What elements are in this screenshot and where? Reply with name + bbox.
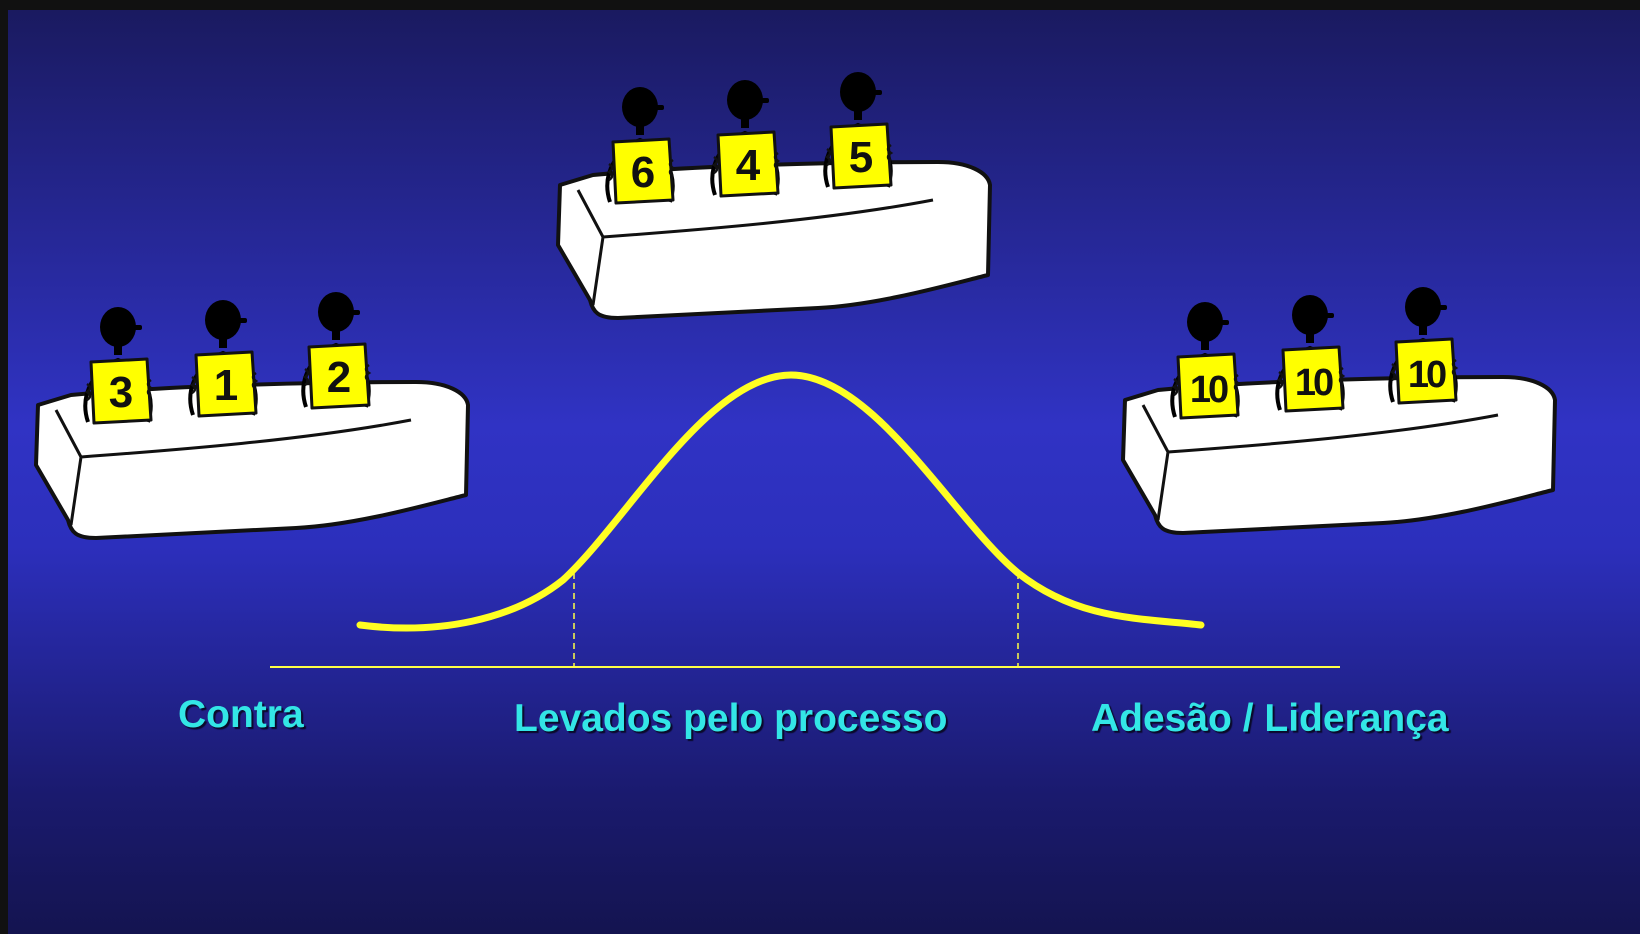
judge-cap — [344, 310, 360, 315]
score-card — [1176, 352, 1240, 420]
score-card — [829, 122, 893, 190]
judge-cap — [231, 318, 247, 323]
score-number: 10 — [1408, 354, 1446, 396]
judge-hands — [189, 371, 259, 395]
judge-hands — [302, 363, 372, 387]
judge: 5 — [823, 72, 894, 190]
score-number: 3 — [109, 368, 133, 417]
judge: 10 — [1388, 287, 1459, 405]
judge-neck — [854, 108, 862, 120]
score-number: 5 — [849, 133, 873, 182]
judge-neck — [219, 336, 227, 348]
judge-cap — [648, 105, 664, 110]
judge-head — [727, 80, 763, 120]
label-levados-pelo-processo: Levados pelo processo — [514, 697, 948, 740]
score-number: 2 — [327, 353, 351, 402]
score-number: 6 — [631, 148, 655, 197]
score-card — [89, 357, 153, 425]
judge: 4 — [710, 80, 781, 198]
judge-head — [622, 87, 658, 127]
judge-hands — [84, 378, 154, 402]
judge-panel-center: 6 4 5 — [556, 72, 992, 320]
judge-cap — [126, 325, 142, 330]
judge-hands — [1171, 373, 1241, 397]
judge-hands — [1276, 366, 1346, 390]
score-card — [716, 130, 780, 198]
judge-cap — [866, 90, 882, 95]
judge: 10 — [1170, 302, 1241, 420]
score-card — [611, 137, 675, 205]
score-number: 10 — [1190, 369, 1228, 411]
judge-neck — [741, 116, 749, 128]
judge: 10 — [1275, 295, 1346, 413]
judge-head — [318, 292, 354, 332]
judge-cap — [1318, 313, 1334, 318]
judge-hands — [824, 143, 894, 167]
judge-cap — [1213, 320, 1229, 325]
judge-head — [1292, 295, 1328, 335]
judge-panel-right: 10 10 10 — [1121, 287, 1557, 535]
judge: 2 — [301, 292, 372, 410]
score-card — [1394, 337, 1458, 405]
diagram-canvas: 3 1 2 6 4 5 10 10 10 — [8, 10, 1640, 934]
judge-head — [1405, 287, 1441, 327]
judge-hands — [606, 158, 676, 182]
score-card — [1281, 345, 1345, 413]
judge-neck — [332, 328, 340, 340]
judge-neck — [636, 123, 644, 135]
judge-head — [1187, 302, 1223, 342]
judge-neck — [1201, 338, 1209, 350]
desk-edge — [576, 189, 934, 306]
score-number: 4 — [736, 141, 761, 190]
judge-neck — [114, 343, 122, 355]
score-card — [307, 342, 371, 410]
judge-hands — [1389, 358, 1459, 382]
judge-neck — [1306, 331, 1314, 343]
judge-neck — [1419, 323, 1427, 335]
desk-edge — [54, 409, 412, 526]
judge-cap — [1431, 305, 1447, 310]
score-number: 10 — [1295, 362, 1333, 404]
label-contra: Contra — [178, 693, 304, 736]
score-number: 1 — [214, 361, 238, 410]
judge: 3 — [83, 307, 154, 425]
judge: 1 — [188, 300, 259, 418]
judge-head — [100, 307, 136, 347]
judge-cap — [753, 98, 769, 103]
judge-hands — [711, 151, 781, 175]
bell-curve — [356, 371, 1205, 632]
label-adesao-lideranca: Adesão / Liderança — [1091, 697, 1449, 740]
judge-head — [205, 300, 241, 340]
judge: 6 — [605, 87, 676, 205]
score-card — [194, 350, 258, 418]
judge-head — [840, 72, 876, 112]
desk-edge — [1141, 404, 1499, 521]
judge-panel-left: 3 1 2 — [34, 292, 470, 540]
